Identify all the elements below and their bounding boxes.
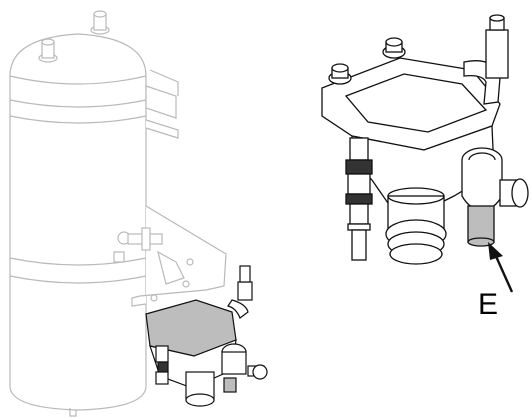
valve-left-stem xyxy=(155,345,169,385)
tank-top-fitting-right xyxy=(90,10,110,35)
valve-top-fitting xyxy=(227,265,253,319)
installed-valve-assembly xyxy=(145,265,268,407)
cover-bolts xyxy=(328,37,406,85)
valve-detail-view xyxy=(321,14,529,265)
detail-bottom-cylinder xyxy=(385,187,447,265)
valve-right-ports xyxy=(221,343,268,393)
detail-left-stem xyxy=(345,137,373,261)
callout-label-e: E xyxy=(478,288,499,321)
detail-outlet-port xyxy=(461,147,529,211)
tank-side-valve xyxy=(113,227,163,263)
valve-bottom-cylinder xyxy=(185,371,215,407)
tank-top-fitting-left xyxy=(38,38,58,63)
air-tank xyxy=(9,33,147,417)
detail-elbow-fitting xyxy=(463,14,509,105)
callout-arrow-e xyxy=(488,242,514,293)
gray-sleeve-highlight xyxy=(467,205,495,247)
lower-mounting-bracket xyxy=(131,205,227,307)
upper-mounting-bracket xyxy=(145,69,179,139)
